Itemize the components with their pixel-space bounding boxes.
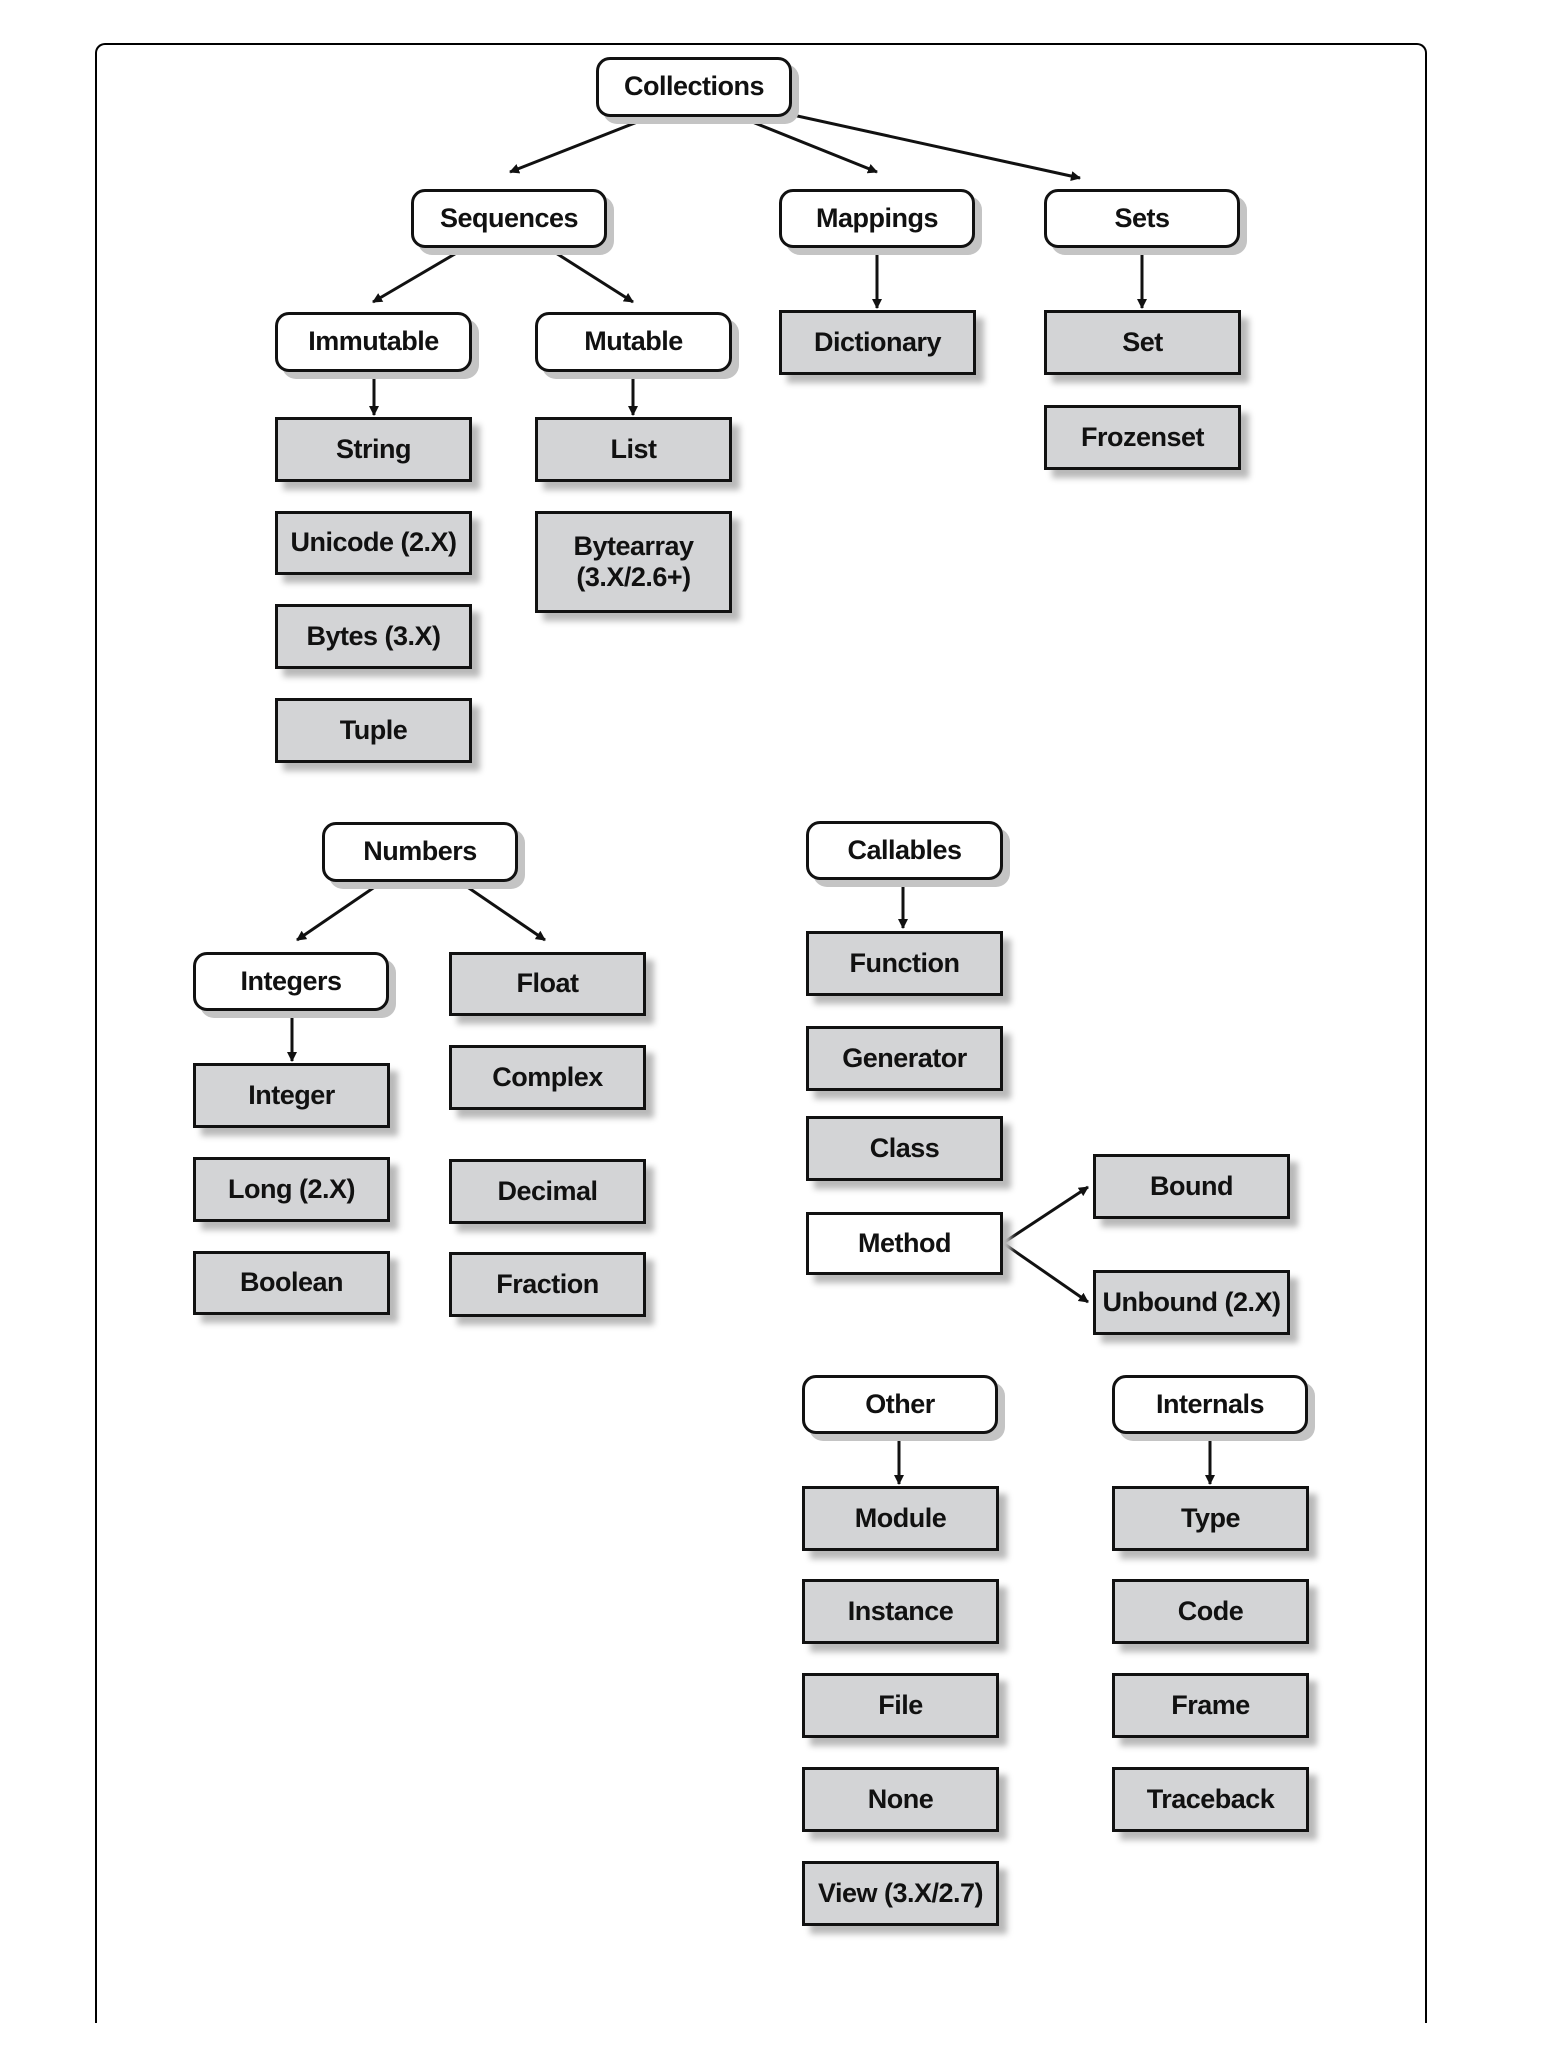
node-complex: Complex [449,1045,646,1110]
node-decimal: Decimal [449,1159,646,1224]
node-class: Class [806,1116,1003,1181]
node-traceback: Traceback [1112,1767,1309,1832]
node-module: Module [802,1486,999,1551]
node-view: View (3.X/2.7) [802,1861,999,1926]
node-float: Float [449,952,646,1016]
node-bytearray: Bytearray (3.X/2.6+) [535,511,732,613]
node-code: Code [1112,1579,1309,1644]
figure-frame [95,43,1427,2023]
arrow-method-bound [1002,1185,1089,1245]
node-unicode: Unicode (2.X) [275,511,472,575]
node-tuple: Tuple [275,698,472,763]
node-function: Function [806,931,1003,996]
node-string: String [275,417,472,482]
node-collections: Collections [596,57,792,117]
node-none: None [802,1767,999,1832]
node-bytes: Bytes (3.X) [275,604,472,669]
node-instance: Instance [802,1579,999,1644]
node-integer: Integer [193,1063,390,1128]
node-unbound: Unbound (2.X) [1093,1270,1290,1335]
arrow-collections-mappings [739,115,878,174]
node-boolean: Boolean [193,1251,390,1315]
node-sequences: Sequences [411,189,607,248]
arrow-collections-sequences [509,115,651,174]
node-callables: Callables [806,821,1003,880]
arrow-method-unbound [1002,1241,1089,1304]
node-type: Type [1112,1486,1309,1551]
node-generator: Generator [806,1026,1003,1091]
arrow-numbers-integers [296,880,383,942]
node-frozenset: Frozenset [1044,405,1241,470]
node-mutable: Mutable [535,312,732,372]
arrow-numbers-float [459,880,546,942]
node-long: Long (2.X) [193,1157,390,1222]
node-file: File [802,1673,999,1738]
arrow-sequences-mutable [547,246,634,304]
node-other: Other [802,1375,998,1434]
arrow-collections-sets [769,108,1081,181]
node-sets: Sets [1044,189,1240,248]
node-mappings: Mappings [779,189,975,248]
node-internals: Internals [1112,1375,1308,1434]
arrow-sequences-immutable [372,246,466,304]
node-fraction: Fraction [449,1252,646,1317]
node-list: List [535,417,732,482]
node-set: Set [1044,310,1241,375]
node-frame: Frame [1112,1673,1309,1738]
node-method: Method [806,1212,1003,1275]
node-integers: Integers [193,952,389,1011]
node-bound: Bound [1093,1154,1290,1219]
node-immutable: Immutable [275,312,472,372]
node-dictionary: Dictionary [779,310,976,375]
node-numbers: Numbers [322,822,518,882]
